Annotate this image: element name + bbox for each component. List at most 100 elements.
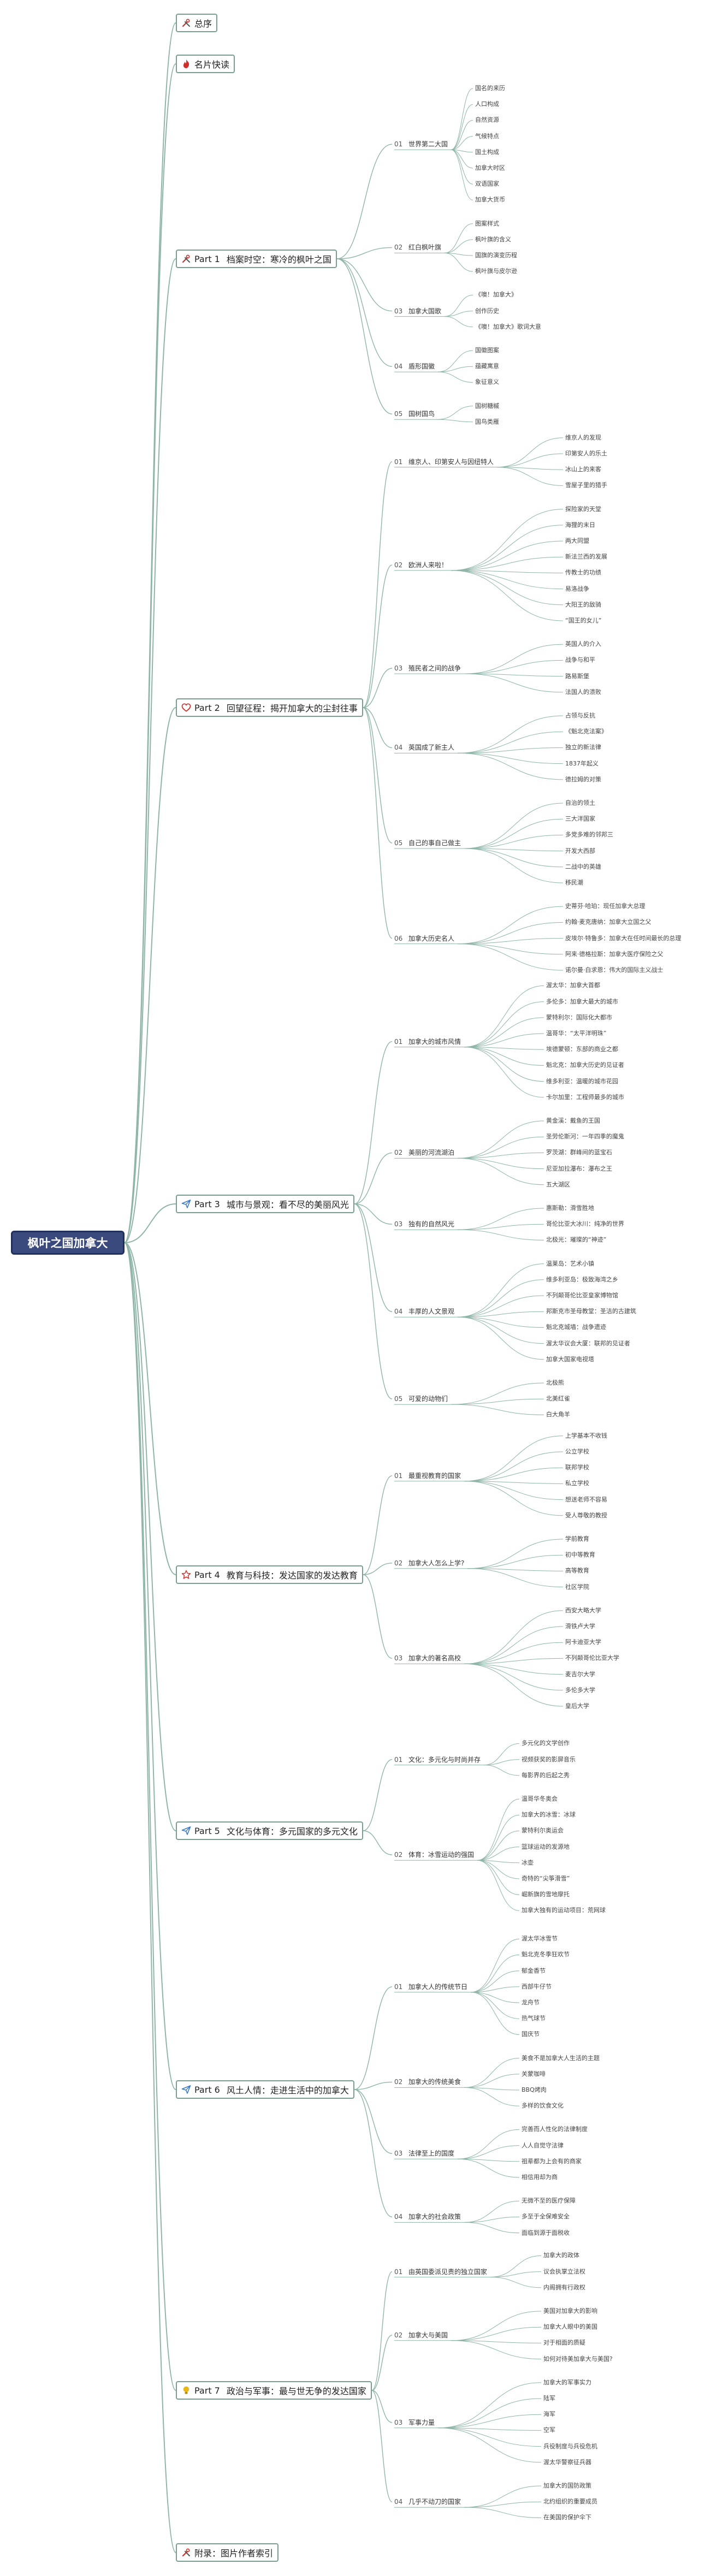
leaf-topic[interactable]: 二战中的英雄 bbox=[565, 863, 601, 870]
leaf-topic[interactable]: 国徽图案 bbox=[475, 347, 499, 354]
leaf-topic[interactable]: 占领与反抗 bbox=[565, 712, 595, 719]
leaf-topic[interactable]: 印第安人的乐土 bbox=[565, 450, 607, 457]
leaf-topic[interactable]: 多元化的文学创作 bbox=[522, 1740, 570, 1747]
leaf-topic[interactable]: BBQ烤肉 bbox=[522, 2086, 547, 2093]
leaf-topic[interactable]: 1837年起义 bbox=[565, 759, 599, 767]
leaf-topic[interactable]: 多样的饮食文化 bbox=[522, 2102, 564, 2110]
leaf-topic[interactable]: 陆军 bbox=[543, 2395, 555, 2402]
leaf-topic[interactable]: 完善而人性化的法律制度 bbox=[522, 2126, 588, 2133]
leaf-topic[interactable]: 北极光：璀璨的“神迹” bbox=[546, 1236, 607, 1244]
leaf-topic[interactable]: 《噢！加拿大》 bbox=[475, 291, 517, 299]
leaf-topic[interactable]: 受人尊敬的教授 bbox=[565, 1511, 607, 1519]
leaf-topic[interactable]: 篮球运动的发源地 bbox=[522, 1843, 570, 1850]
leaf-topic[interactable]: 加拿大的国防政策 bbox=[543, 2482, 591, 2489]
leaf-topic[interactable]: 社区学院 bbox=[565, 1583, 589, 1590]
leaf-topic[interactable]: 蕴藏寓意 bbox=[475, 363, 499, 370]
leaf-topic[interactable]: 温哥华：“太平洋明珠” bbox=[546, 1030, 607, 1037]
leaf-topic[interactable]: 郁金香节 bbox=[522, 1967, 546, 1974]
leaf-topic[interactable]: 维多利亚：温暖的城市花园 bbox=[546, 1077, 618, 1085]
leaf-topic[interactable]: 奇特的“尖筝滑雪” bbox=[522, 1875, 570, 1882]
leaf-topic[interactable]: 五大湖区 bbox=[546, 1180, 570, 1188]
leaf-topic[interactable]: 雪屋子里的猎手 bbox=[565, 482, 607, 489]
leaf-topic[interactable]: 皇后大学 bbox=[565, 1702, 589, 1710]
leaf-topic[interactable]: 热气球节 bbox=[522, 2015, 546, 2022]
leaf-topic[interactable]: 维多利亚岛：极致海湾之乡 bbox=[546, 1275, 618, 1283]
leaf-topic[interactable]: 哥伦比亚大冰川：纯净的世界 bbox=[546, 1220, 624, 1228]
leaf-topic[interactable]: 象征意义 bbox=[475, 378, 499, 386]
leaf-topic[interactable]: 加拿大货币 bbox=[475, 196, 505, 204]
leaf-topic[interactable]: 蒙特利尔：国际化大都市 bbox=[546, 1013, 612, 1021]
leaf-topic[interactable]: 《噢！加拿大》歌词大意 bbox=[475, 323, 541, 330]
leaf-topic[interactable]: 罗茨湖：群峰间的蓝宝石 bbox=[546, 1149, 612, 1156]
leaf-topic[interactable]: 魁北克：加拿大历史的见证者 bbox=[546, 1061, 624, 1069]
leaf-topic[interactable]: 创作历史 bbox=[475, 307, 499, 314]
leaf-topic[interactable]: 双语国家 bbox=[475, 180, 499, 188]
leaf-topic[interactable]: 传教士的功绩 bbox=[565, 569, 601, 577]
leaf-topic[interactable]: 国鸟类雁 bbox=[475, 418, 499, 425]
leaf-topic[interactable]: 独立的新法律 bbox=[565, 744, 601, 751]
leaf-topic[interactable]: 加拿大的冰雪：冰球 bbox=[522, 1811, 576, 1819]
leaf-topic[interactable]: 多党多难的邻邦三 bbox=[565, 831, 613, 839]
leaf-topic[interactable]: 公立学校 bbox=[565, 1448, 589, 1455]
leaf-topic[interactable]: 相信用却为商 bbox=[522, 2174, 558, 2181]
leaf-topic[interactable]: 《魁北克法案》 bbox=[565, 728, 607, 735]
leaf-topic[interactable]: 加拿大独有的运动项目：荒网球 bbox=[522, 1907, 606, 1914]
leaf-topic[interactable]: 魁北克冬季狂欢节 bbox=[522, 1951, 570, 1958]
leaf-topic[interactable]: 开发大西部 bbox=[565, 847, 595, 854]
leaf-topic[interactable]: 探险家的天堂 bbox=[565, 505, 601, 513]
part-topic[interactable]: 附录：图片作者索引 bbox=[176, 2543, 279, 2562]
leaf-topic[interactable]: 想送老师不容易 bbox=[565, 1495, 607, 1503]
leaf-topic[interactable]: 内阁拥有行政权 bbox=[543, 2283, 585, 2291]
leaf-topic[interactable]: 国树糖槭 bbox=[475, 402, 499, 409]
leaf-topic[interactable]: 黄金溪：戴鱼的王国 bbox=[546, 1117, 600, 1124]
leaf-topic[interactable]: 法国人的溃败 bbox=[565, 688, 601, 696]
leaf-topic[interactable]: 视频获奖的影屏音乐 bbox=[522, 1755, 576, 1763]
leaf-topic[interactable]: 如何对待美加拿大与美国? bbox=[543, 2355, 613, 2363]
leaf-topic[interactable]: 两大同盟 bbox=[565, 537, 589, 544]
leaf-topic[interactable]: 大阳王的敌骑 bbox=[565, 601, 601, 608]
leaf-topic[interactable]: 加拿大的军事实力 bbox=[543, 2378, 591, 2386]
leaf-topic[interactable]: 约翰·麦克唐纳：加拿大立国之父 bbox=[565, 918, 651, 926]
leaf-topic[interactable]: 北极熊 bbox=[546, 1379, 564, 1386]
leaf-topic[interactable]: 多伦多：加拿大最大的城市 bbox=[546, 998, 618, 1005]
leaf-topic[interactable]: 多至于全保难安全 bbox=[522, 2213, 570, 2221]
leaf-topic[interactable]: 联邦学校 bbox=[565, 1464, 589, 1471]
leaf-topic[interactable]: 麦吉尔大学 bbox=[565, 1670, 595, 1678]
leaf-topic[interactable]: 渥太华议会大厦：联邦的见证者 bbox=[546, 1339, 630, 1347]
leaf-topic[interactable]: 加拿大人眼中的美国 bbox=[543, 2323, 597, 2331]
leaf-topic[interactable]: 英国人的介入 bbox=[565, 640, 601, 648]
leaf-topic[interactable]: 关蒙咖啡 bbox=[522, 2070, 546, 2078]
leaf-topic[interactable]: 美食不是加拿大人生活的主题 bbox=[522, 2054, 600, 2062]
leaf-topic[interactable]: 海军 bbox=[543, 2411, 555, 2418]
leaf-topic[interactable]: 圣劳伦斯河：一年四季的魔鬼 bbox=[546, 1133, 624, 1141]
leaf-topic[interactable]: 阿来·德格拉斯：加拿大医疗保险之父 bbox=[565, 950, 663, 958]
leaf-topic[interactable]: 议会执掌立法权 bbox=[543, 2268, 585, 2275]
leaf-topic[interactable]: 空军 bbox=[543, 2426, 555, 2434]
leaf-topic[interactable]: 上学基本不收钱 bbox=[565, 1432, 607, 1439]
leaf-topic[interactable]: 加拿大时区 bbox=[475, 164, 505, 171]
leaf-topic[interactable]: 埃德蒙顿：东部的商业之都 bbox=[546, 1046, 618, 1053]
leaf-topic[interactable]: 诺尔曼·白求恩：伟大的国际主义战士 bbox=[565, 966, 663, 974]
leaf-topic[interactable]: 新法兰西的发展 bbox=[565, 553, 607, 561]
leaf-topic[interactable]: 冰壶 bbox=[522, 1859, 534, 1866]
